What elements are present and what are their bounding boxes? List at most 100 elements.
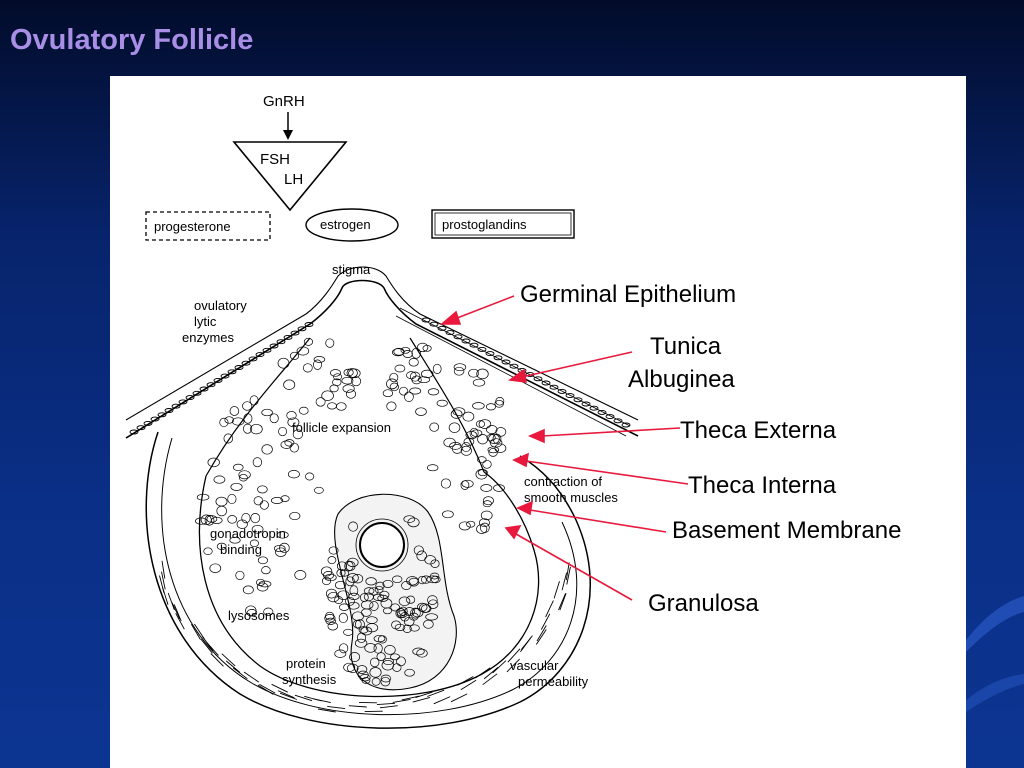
oocyte	[359, 522, 405, 568]
epithelium-cell	[143, 420, 153, 426]
cell	[427, 464, 439, 472]
cell	[334, 649, 347, 658]
cell	[472, 402, 485, 410]
enzymes-label-1: ovulatory	[194, 298, 247, 313]
cell	[277, 357, 290, 369]
cell	[440, 478, 451, 489]
tunica-label-2: Albuginea	[628, 366, 735, 393]
cell	[450, 409, 463, 419]
epithelium-cell	[129, 429, 139, 435]
cell	[343, 662, 356, 672]
gnrh-label: GnRH	[263, 93, 305, 110]
epithelium-cell	[493, 355, 503, 361]
cell	[243, 423, 253, 434]
granulosa-arrowhead	[504, 524, 522, 540]
cell	[314, 486, 324, 494]
theca-strand	[545, 600, 554, 618]
cell	[469, 427, 479, 439]
cell	[206, 515, 218, 523]
cell	[416, 342, 429, 353]
cell	[404, 668, 415, 677]
cell	[389, 382, 399, 392]
theca-strand	[482, 673, 498, 686]
theca-interna-arrowhead	[512, 452, 530, 468]
cell	[348, 368, 361, 379]
cell	[442, 510, 454, 519]
cell	[406, 371, 417, 380]
epithelium-cell	[605, 414, 615, 420]
cell	[396, 608, 406, 617]
cell	[250, 423, 263, 435]
cell	[223, 433, 234, 444]
cell	[327, 402, 337, 410]
cell	[351, 611, 364, 621]
theca-interna-label: Theca Interna	[688, 472, 837, 499]
cell	[363, 587, 375, 595]
cell	[261, 408, 273, 417]
cell	[389, 372, 399, 383]
cell	[325, 338, 335, 348]
cell	[465, 430, 478, 440]
epithelium-cell	[206, 382, 216, 388]
theca-strand	[376, 702, 395, 706]
cell	[238, 473, 248, 482]
theca-strand	[553, 581, 560, 599]
cell	[345, 576, 355, 587]
cell	[216, 542, 227, 551]
cell	[430, 575, 441, 584]
cell	[461, 479, 474, 488]
cell	[219, 417, 229, 428]
theca-externa-arrow-line	[541, 427, 681, 437]
lh-label: LH	[284, 171, 303, 188]
cell	[346, 573, 359, 583]
theca-strand	[259, 684, 276, 694]
contraction-label-1: contraction of	[524, 474, 602, 489]
cell	[338, 612, 348, 624]
cell	[425, 613, 438, 621]
cell	[482, 459, 492, 469]
cell	[422, 344, 432, 352]
epithelium-cell	[429, 321, 439, 327]
cell	[411, 375, 422, 385]
cell	[204, 514, 215, 526]
cell	[462, 411, 475, 422]
slide-title: Ovulatory Follicle	[10, 24, 254, 56]
cell	[249, 395, 259, 406]
theca-strand	[173, 604, 182, 622]
epithelium-cell	[297, 326, 307, 332]
prostaglandins-box	[431, 209, 575, 239]
cell	[386, 378, 398, 390]
cell	[336, 568, 346, 578]
cell	[494, 399, 504, 408]
theca-strand	[190, 623, 201, 640]
cell	[325, 611, 335, 621]
cell	[276, 531, 289, 539]
theca-strand	[460, 679, 477, 691]
cell	[352, 574, 364, 584]
gonadotropin-label-2: binding	[220, 542, 262, 557]
tunica-arrowhead	[507, 368, 527, 383]
theca-strand	[294, 694, 313, 702]
cell	[379, 590, 390, 599]
cell	[330, 369, 341, 377]
cell	[410, 607, 421, 619]
cell	[429, 422, 440, 432]
cell	[472, 378, 486, 387]
cell	[432, 363, 442, 374]
cell	[349, 585, 359, 597]
cell	[485, 403, 497, 411]
cell	[250, 513, 261, 524]
cell	[344, 560, 354, 572]
cell	[269, 413, 279, 424]
cell	[347, 601, 360, 610]
cell	[475, 469, 488, 480]
cell	[492, 433, 502, 444]
cell	[280, 440, 293, 449]
cell	[398, 606, 408, 616]
cell	[227, 515, 238, 524]
cell	[411, 347, 421, 359]
cell	[289, 442, 299, 453]
cell	[486, 434, 496, 442]
cell	[215, 496, 228, 507]
cell	[404, 607, 415, 617]
